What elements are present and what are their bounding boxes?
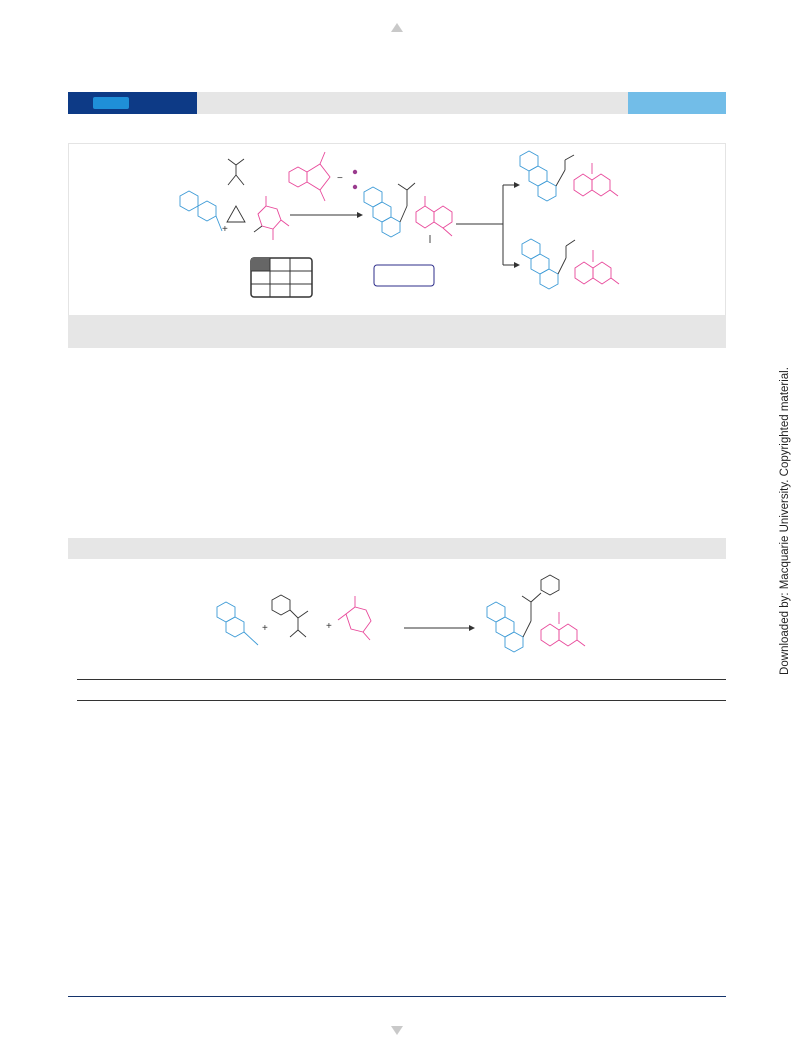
scheme-1-naphthalene-structure xyxy=(179,190,223,232)
minus-sign: − xyxy=(337,173,343,184)
product-b-structure xyxy=(521,238,620,290)
table-top-rule xyxy=(77,679,726,680)
table-bottom-rule xyxy=(77,700,726,701)
header-section-tag xyxy=(68,92,197,114)
condition-grid-box xyxy=(250,257,313,298)
intermediate-product-structure xyxy=(363,182,453,243)
article-header-bar xyxy=(68,92,726,114)
alkene-structure xyxy=(227,158,245,186)
previous-page-arrow-icon[interactable] xyxy=(391,23,403,32)
scheme-2-cyclic-reagent-structure xyxy=(337,596,372,641)
header-badge xyxy=(93,97,129,109)
branch-arrows xyxy=(456,182,520,268)
table-title-bar xyxy=(68,538,726,559)
product-a-structure xyxy=(519,150,619,202)
scheme-2-plus-sign-1: + xyxy=(262,623,268,634)
phthalimide-catalyst-structure xyxy=(288,151,358,202)
scheme-2-product-structure xyxy=(486,574,586,653)
styrene-derivative-structure xyxy=(271,594,309,638)
reaction-scheme-1 xyxy=(68,143,726,348)
scheme-1-caption xyxy=(68,315,726,348)
scheme-1-plus-sign: + xyxy=(222,224,228,235)
scheme-2-naphthalene-structure xyxy=(216,601,259,646)
heat-triangle-icon xyxy=(226,205,246,223)
scheme-2-plus-sign-2: + xyxy=(326,621,332,632)
cyclic-reagent-structure xyxy=(253,196,290,240)
condition-label-box xyxy=(373,264,435,287)
footer-rule xyxy=(68,996,726,997)
next-page-arrow-icon[interactable] xyxy=(391,1026,403,1035)
header-journal-block xyxy=(628,92,726,114)
